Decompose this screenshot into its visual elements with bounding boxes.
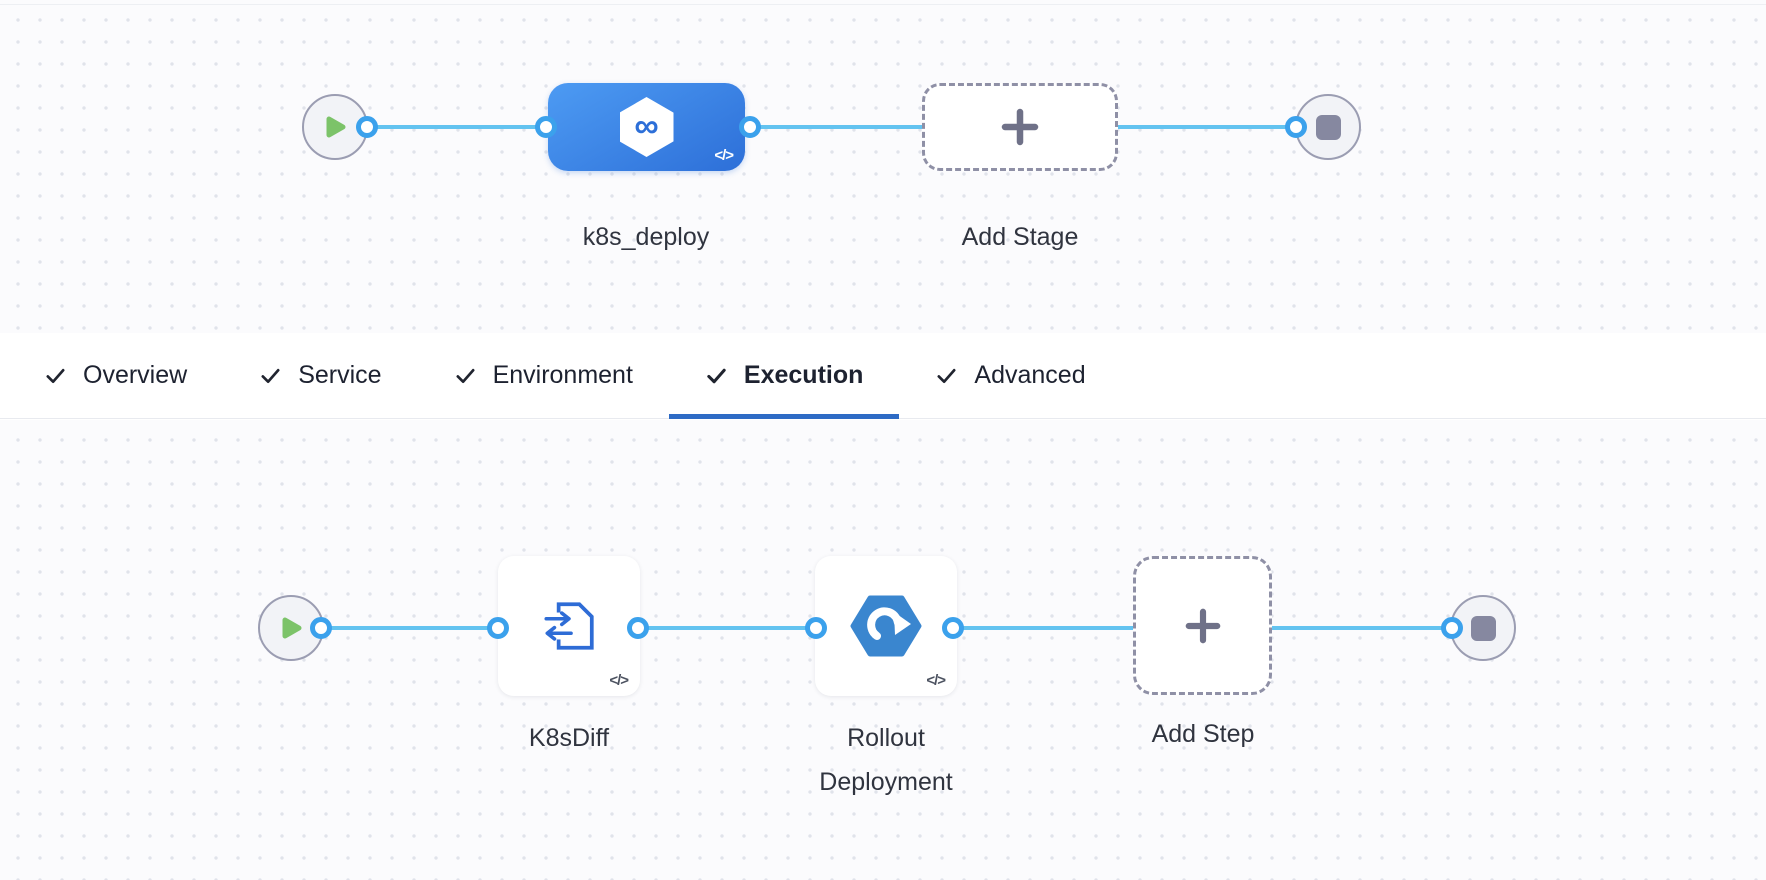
tab-environment[interactable]: Environment bbox=[418, 333, 669, 418]
add-stage-node[interactable] bbox=[922, 83, 1118, 171]
tab-label: Advanced bbox=[974, 361, 1086, 389]
connector-line bbox=[750, 125, 922, 129]
connector-line bbox=[953, 626, 1133, 630]
add-step-node[interactable] bbox=[1133, 556, 1272, 695]
code-badge: </> bbox=[609, 672, 629, 689]
connector-point[interactable] bbox=[805, 617, 827, 639]
check-icon bbox=[707, 368, 726, 384]
step-node-rollout-deployment[interactable]: </> bbox=[815, 556, 957, 696]
stage-canvas[interactable]: ∞ </> k8s_deploy Add Stage bbox=[0, 0, 1766, 334]
stage-node-k8s-deploy[interactable]: ∞ </> bbox=[548, 83, 745, 171]
execution-canvas[interactable]: </> </> K8sDiff Roll bbox=[0, 420, 1766, 880]
connector-point[interactable] bbox=[1285, 116, 1307, 138]
code-badge: </> bbox=[926, 672, 946, 689]
stop-icon bbox=[1470, 615, 1496, 641]
plus-icon bbox=[1001, 108, 1039, 146]
step-node-k8sdiff[interactable]: </> bbox=[498, 556, 640, 696]
plus-icon bbox=[1185, 608, 1220, 643]
connector-line bbox=[1118, 125, 1296, 129]
connector-line bbox=[1272, 626, 1452, 630]
rollout-deployment-icon bbox=[850, 595, 922, 657]
connector-point[interactable] bbox=[487, 617, 509, 639]
step-name-label: Rollout Deployment bbox=[819, 724, 953, 796]
tab-label: Execution bbox=[743, 361, 864, 389]
tab-execution[interactable]: Execution bbox=[668, 333, 900, 419]
harness-stage-icon: ∞ bbox=[619, 97, 674, 157]
step-name-label: K8sDiff bbox=[528, 724, 610, 752]
connector-point[interactable] bbox=[1441, 617, 1463, 639]
connector-point[interactable] bbox=[942, 617, 964, 639]
connector-point[interactable] bbox=[627, 617, 649, 639]
check-icon bbox=[261, 368, 280, 384]
connector-line bbox=[638, 626, 816, 630]
tab-label: Environment bbox=[492, 361, 633, 389]
check-icon bbox=[456, 368, 475, 384]
infinity-glyph: ∞ bbox=[634, 106, 659, 145]
stage-config-tabbar: Overview Service Environment Execution A bbox=[0, 333, 1766, 419]
connector-point[interactable] bbox=[535, 116, 557, 138]
tab-label: Overview bbox=[83, 361, 188, 389]
connector-line bbox=[321, 626, 498, 630]
connector-point[interactable] bbox=[739, 116, 761, 138]
connector-point[interactable] bbox=[356, 116, 378, 138]
play-icon bbox=[282, 617, 302, 639]
tab-advanced[interactable]: Advanced bbox=[899, 333, 1121, 418]
stop-icon bbox=[1315, 114, 1341, 140]
add-stage-label: Add Stage bbox=[961, 223, 1079, 251]
tab-label: Service bbox=[298, 361, 382, 389]
connector-point[interactable] bbox=[310, 617, 332, 639]
code-badge: </> bbox=[714, 147, 734, 164]
k8s-diff-icon bbox=[544, 602, 594, 650]
add-step-label: Add Step bbox=[1151, 720, 1255, 748]
tab-service[interactable]: Service bbox=[223, 333, 417, 418]
top-divider bbox=[0, 4, 1766, 5]
check-icon bbox=[937, 368, 956, 384]
connector-line bbox=[367, 125, 546, 129]
tab-overview[interactable]: Overview bbox=[8, 333, 223, 418]
stage-name-label: k8s_deploy bbox=[582, 223, 710, 251]
check-icon bbox=[46, 368, 65, 384]
play-icon bbox=[326, 116, 346, 138]
pipeline-end-node[interactable] bbox=[1295, 94, 1361, 160]
